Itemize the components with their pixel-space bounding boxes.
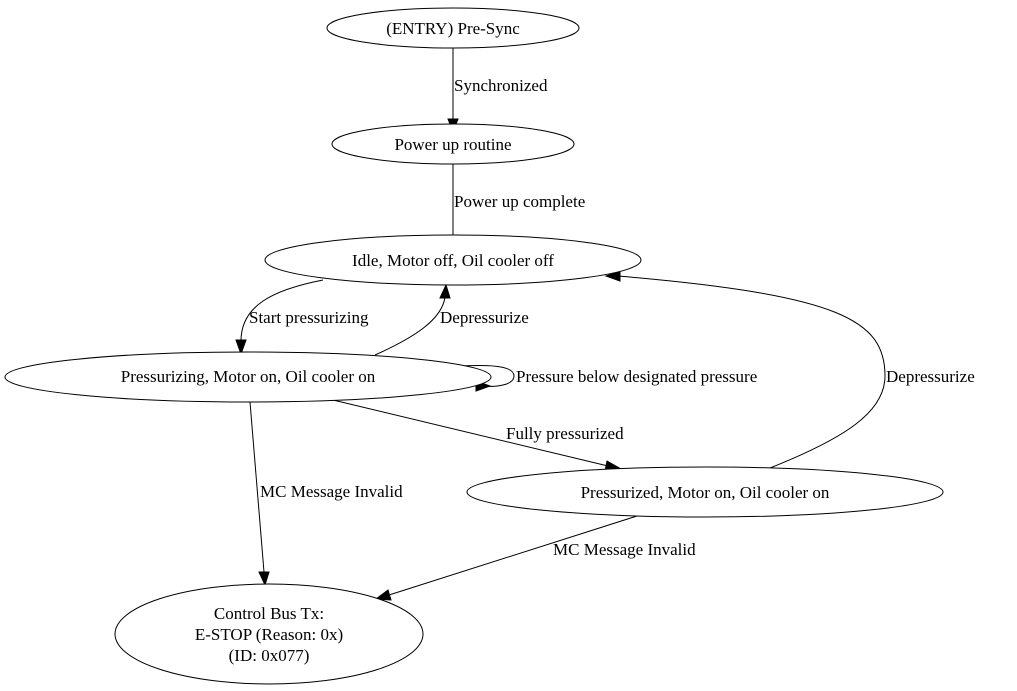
edge-pressure-below-self-loop: Pressure below designated pressure xyxy=(461,365,757,392)
state-label-line-3: (ID: 0x077) xyxy=(229,646,310,665)
state-label: Pressurized, Motor on, Oil cooler on xyxy=(581,483,830,502)
edge-label-mc-invalid-1: MC Message Invalid xyxy=(260,482,403,501)
edge-label-mc-invalid-2: MC Message Invalid xyxy=(553,540,696,559)
state-label-line-2: E-STOP (Reason: 0x) xyxy=(195,625,343,644)
edge-depressurize-from-pressurized: Depressurize xyxy=(604,270,975,469)
edge-label-depressurize-2: Depressurize xyxy=(886,367,975,386)
state-pre-sync: (ENTRY) Pre-Sync xyxy=(326,7,580,49)
state-power-up-routine: Power up routine xyxy=(331,123,575,165)
edge-mc-invalid-from-pressurized: MC Message Invalid xyxy=(374,515,696,601)
state-label: (ENTRY) Pre-Sync xyxy=(386,19,520,38)
edge-fully-pressurized: Fully pressurized xyxy=(332,399,624,472)
state-label-line-1: Control Bus Tx: xyxy=(214,604,324,623)
edge-label-power-up-complete: Power up complete xyxy=(454,192,585,211)
edge-synchronized: Synchronized xyxy=(447,48,548,134)
edge-label-start-pressurizing: Start pressurizing xyxy=(249,308,369,327)
edge-label-pressure-below: Pressure below designated pressure xyxy=(516,367,757,386)
state-label: Power up routine xyxy=(394,135,511,154)
edge-mc-invalid-from-pressurizing: MC Message Invalid xyxy=(249,401,403,587)
state-label: Idle, Motor off, Oil cooler off xyxy=(352,251,554,270)
state-label: Pressurizing, Motor on, Oil cooler on xyxy=(121,367,376,386)
state-pressurizing: Pressurizing, Motor on, Oil cooler on xyxy=(4,351,492,403)
edge-label-synchronized: Synchronized xyxy=(454,76,548,95)
edge-label-depressurize-1: Depressurize xyxy=(440,308,529,327)
edge-start-pressurizing: Start pressurizing xyxy=(235,279,369,356)
state-estop: Control Bus Tx: E-STOP (Reason: 0x) (ID:… xyxy=(114,583,424,685)
state-idle: Idle, Motor off, Oil cooler off xyxy=(264,234,642,286)
state-pressurized: Pressurized, Motor on, Oil cooler on xyxy=(466,466,944,518)
edge-depressurize-from-pressurizing: Depressurize xyxy=(374,283,529,356)
edge-label-fully-pressurized: Fully pressurized xyxy=(506,424,624,443)
